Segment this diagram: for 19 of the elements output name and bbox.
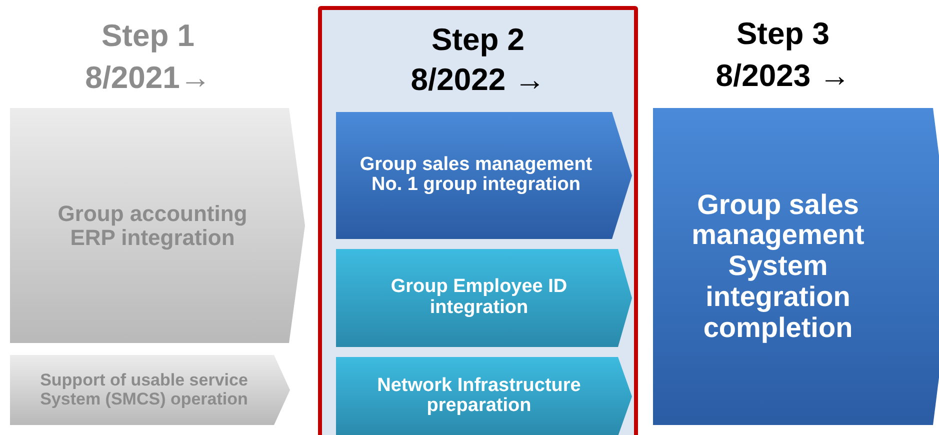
step-date: 8/2023 → [714,60,852,91]
step-text: Support of usable service System (SMCS) operation [39,371,249,409]
pentagon-banner [10,108,305,343]
pentagon-banner [336,357,632,435]
pentagon-banner [336,249,632,347]
step-text: Group Employee ID integration [390,277,568,319]
step-panel [318,6,638,435]
step-text: Group sales management System integration completion [690,190,866,344]
pentagon-banner [336,112,632,239]
step-text: Network Infrastructure preparation [376,376,582,418]
pentagon-banner [10,355,290,425]
step-date: 8/2021→ [84,62,212,93]
step-text: Group accounting ERP integration [56,201,248,250]
step-heading: Step 2 [430,24,526,55]
step-heading: Step 3 [735,18,831,49]
step-text: Group sales management No. 1 group integration [358,154,594,196]
pentagon-banner [653,108,939,425]
step-heading: Step 1 [100,20,196,51]
step-date: 8/2022 → [410,64,546,95]
